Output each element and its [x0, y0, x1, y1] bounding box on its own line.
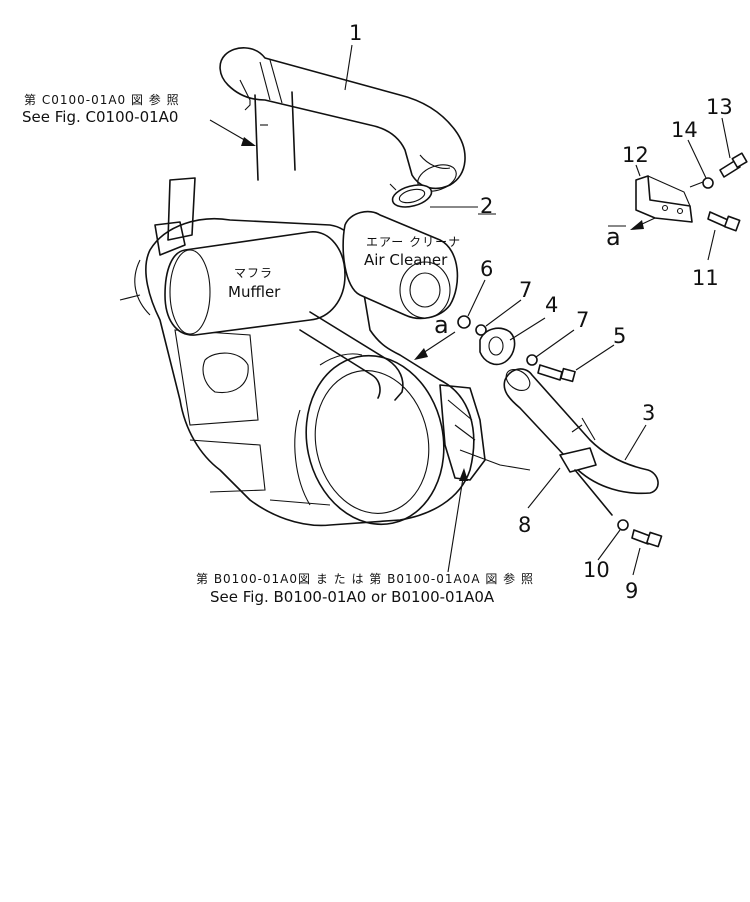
- washer-14: [702, 177, 714, 189]
- bolt-13: [719, 152, 748, 178]
- washer-7a: [475, 324, 487, 336]
- part-number-4: 4: [545, 293, 558, 317]
- part-number-14: 14: [671, 118, 698, 142]
- detail-marker-main: a: [434, 311, 449, 339]
- part-number-7b: 7: [576, 308, 589, 332]
- part-number-9: 9: [625, 579, 638, 603]
- bolt-5: [537, 364, 576, 383]
- washer-10: [617, 519, 629, 531]
- part-2-clamp: [389, 183, 433, 208]
- part-number-5: 5: [613, 324, 626, 348]
- part-number-labels: 1 2 3 4 5 6 7 7 8 9 10 11 12 13 14: [349, 21, 733, 603]
- part-number-11: 11: [692, 266, 719, 290]
- washer-7b: [526, 354, 538, 366]
- air-cleaner: [342, 210, 459, 320]
- part-number-6: 6: [480, 257, 493, 281]
- part-number-1: 1: [349, 21, 362, 45]
- part-number-10: 10: [583, 558, 610, 582]
- part-number-13: 13: [706, 95, 733, 119]
- reference-bottom-en: See Fig. B0100-01A0 or B0100-01A0A: [210, 588, 495, 606]
- reference-top-left-en: See Fig. C0100-01A0: [22, 108, 178, 126]
- part-8-bracket: [559, 447, 613, 516]
- muffler: [164, 231, 404, 401]
- engine-assembly: [119, 177, 531, 527]
- nut-6: [457, 315, 471, 329]
- reference-top-left: 第 C0100-01A0 図 参 照 See Fig. C0100-01A0: [22, 92, 180, 126]
- reference-top-left-jp: 第 C0100-01A0 図 参 照: [24, 92, 180, 107]
- part-12-bracket: [635, 175, 693, 223]
- muffler-label-en: Muffler: [228, 283, 281, 301]
- part-number-8: 8: [518, 513, 531, 537]
- bolt-11: [707, 211, 741, 232]
- part-1-hose: [219, 47, 466, 192]
- muffler-label-jp: マフラ: [234, 266, 273, 280]
- part-3-tail-pipe: [503, 368, 659, 495]
- leader-lines: [209, 44, 731, 576]
- part-4-clamp: [479, 327, 516, 366]
- intake-pipe: [239, 79, 296, 181]
- air-cleaner-label-jp: エアー クリーナ: [366, 235, 461, 249]
- bolt-9: [631, 529, 663, 548]
- reference-bottom-jp: 第 B0100-01A0図 ま た は 第 B0100-01A0A 図 参 照: [196, 571, 534, 586]
- detail-marker-bracket: a: [606, 223, 621, 251]
- air-cleaner-label-en: Air Cleaner: [364, 251, 448, 269]
- part-number-7a: 7: [519, 278, 532, 302]
- part-number-3: 3: [642, 401, 655, 425]
- part-number-2: 2: [480, 194, 493, 218]
- part-number-12: 12: [622, 143, 649, 167]
- reference-bottom: 第 B0100-01A0図 ま た は 第 B0100-01A0A 図 参 照 …: [196, 571, 534, 606]
